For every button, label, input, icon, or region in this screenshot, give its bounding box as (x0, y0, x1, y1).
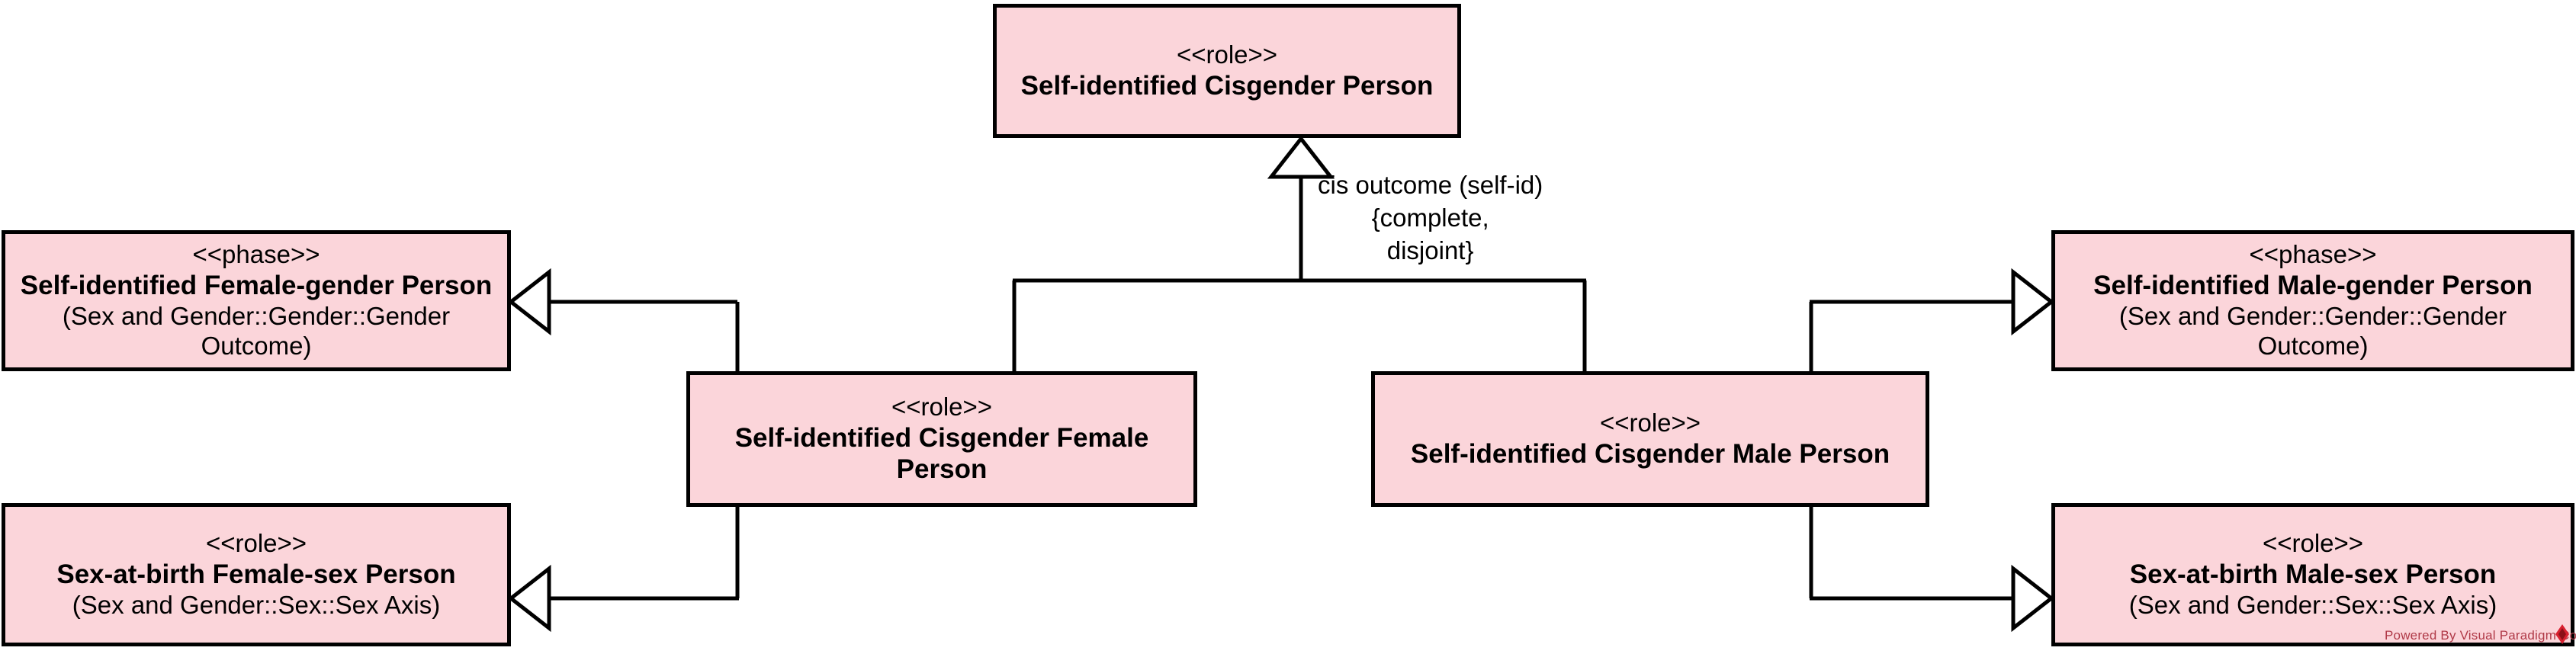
class-node-sex-at-birth-male-sex-person[interactable]: <<role>> Sex-at-birth Male-sex Person (S… (2051, 503, 2574, 646)
class-node-self-identified-male-gender-person[interactable]: <<phase>> Self-identified Male-gender Pe… (2051, 230, 2574, 371)
class-qualifier-label: (Sex and Gender::Gender::Gender Outcome) (62, 301, 451, 360)
generalization-arrowhead-icon (2011, 564, 2055, 633)
generalization-arrowhead-icon (2011, 268, 2055, 336)
stereotype-label: <<role>> (205, 529, 307, 558)
edge-cis-female-to-sab-female-sex[interactable] (507, 505, 740, 633)
class-node-self-identified-cisgender-male-person[interactable]: <<role>> Self-identified Cisgender Male … (1371, 371, 1929, 507)
class-name-label: Sex-at-birth Male-sex Person (2129, 559, 2497, 590)
stereotype-label: <<role>> (2262, 529, 2364, 558)
edge-label-cis-outcome: cis outcome (self-id) {complete, disjoin… (1318, 169, 1543, 268)
class-name-label: Self-identified Male-gender Person (2093, 271, 2533, 301)
class-qualifier-label: (Sex and Gender::Gender::Gender Outcome) (2118, 301, 2507, 360)
watermark-text: Powered By Visual Paradigm Community Edi… (2385, 628, 2576, 643)
class-qualifier-label: (Sex and Gender::Sex::Sex Axis) (72, 590, 441, 619)
edge-cis-male-to-si-male-gender[interactable] (1809, 268, 2055, 373)
edge-label-line-2: {complete, (1371, 203, 1489, 232)
edge-label-line-1: cis outcome (self-id) (1318, 171, 1543, 199)
stereotype-label: <<role>> (1599, 408, 1701, 437)
class-name-label: Self-identified Cisgender Female Person (734, 423, 1149, 485)
class-name-label: Sex-at-birth Female-sex Person (56, 559, 456, 590)
class-name-label: Self-identified Cisgender Male Person (1410, 438, 1890, 469)
edge-label-line-3: disjoint} (1386, 236, 1474, 264)
class-name-label: Self-identified Female-gender Person (20, 271, 493, 301)
generalization-arrowhead-icon (507, 268, 551, 336)
class-node-sex-at-birth-female-sex-person[interactable]: <<role>> Sex-at-birth Female-sex Person … (2, 503, 511, 646)
stereotype-label: <<role>> (1176, 40, 1278, 69)
edge-cis-male-to-sab-male-sex[interactable] (1809, 505, 2055, 633)
class-node-self-identified-female-gender-person[interactable]: <<phase>> Self-identified Female-gender … (2, 230, 511, 371)
edge-cis-female-to-si-female-gender[interactable] (507, 268, 740, 373)
generalization-arrowhead-icon (507, 564, 551, 633)
class-node-self-identified-cisgender-female-person[interactable]: <<role>> Self-identified Cisgender Femal… (686, 371, 1197, 507)
stereotype-label: <<phase>> (192, 240, 320, 269)
class-qualifier-label: (Sex and Gender::Sex::Sex Axis) (2128, 590, 2497, 619)
class-node-self-identified-cisgender-person[interactable]: <<role>> Self-identified Cisgender Perso… (993, 4, 1461, 138)
visual-paradigm-logo-icon (2555, 624, 2569, 644)
stereotype-label: <<role>> (891, 393, 993, 422)
stereotype-label: <<phase>> (2249, 240, 2377, 269)
class-name-label: Self-identified Cisgender Person (1020, 70, 1434, 101)
